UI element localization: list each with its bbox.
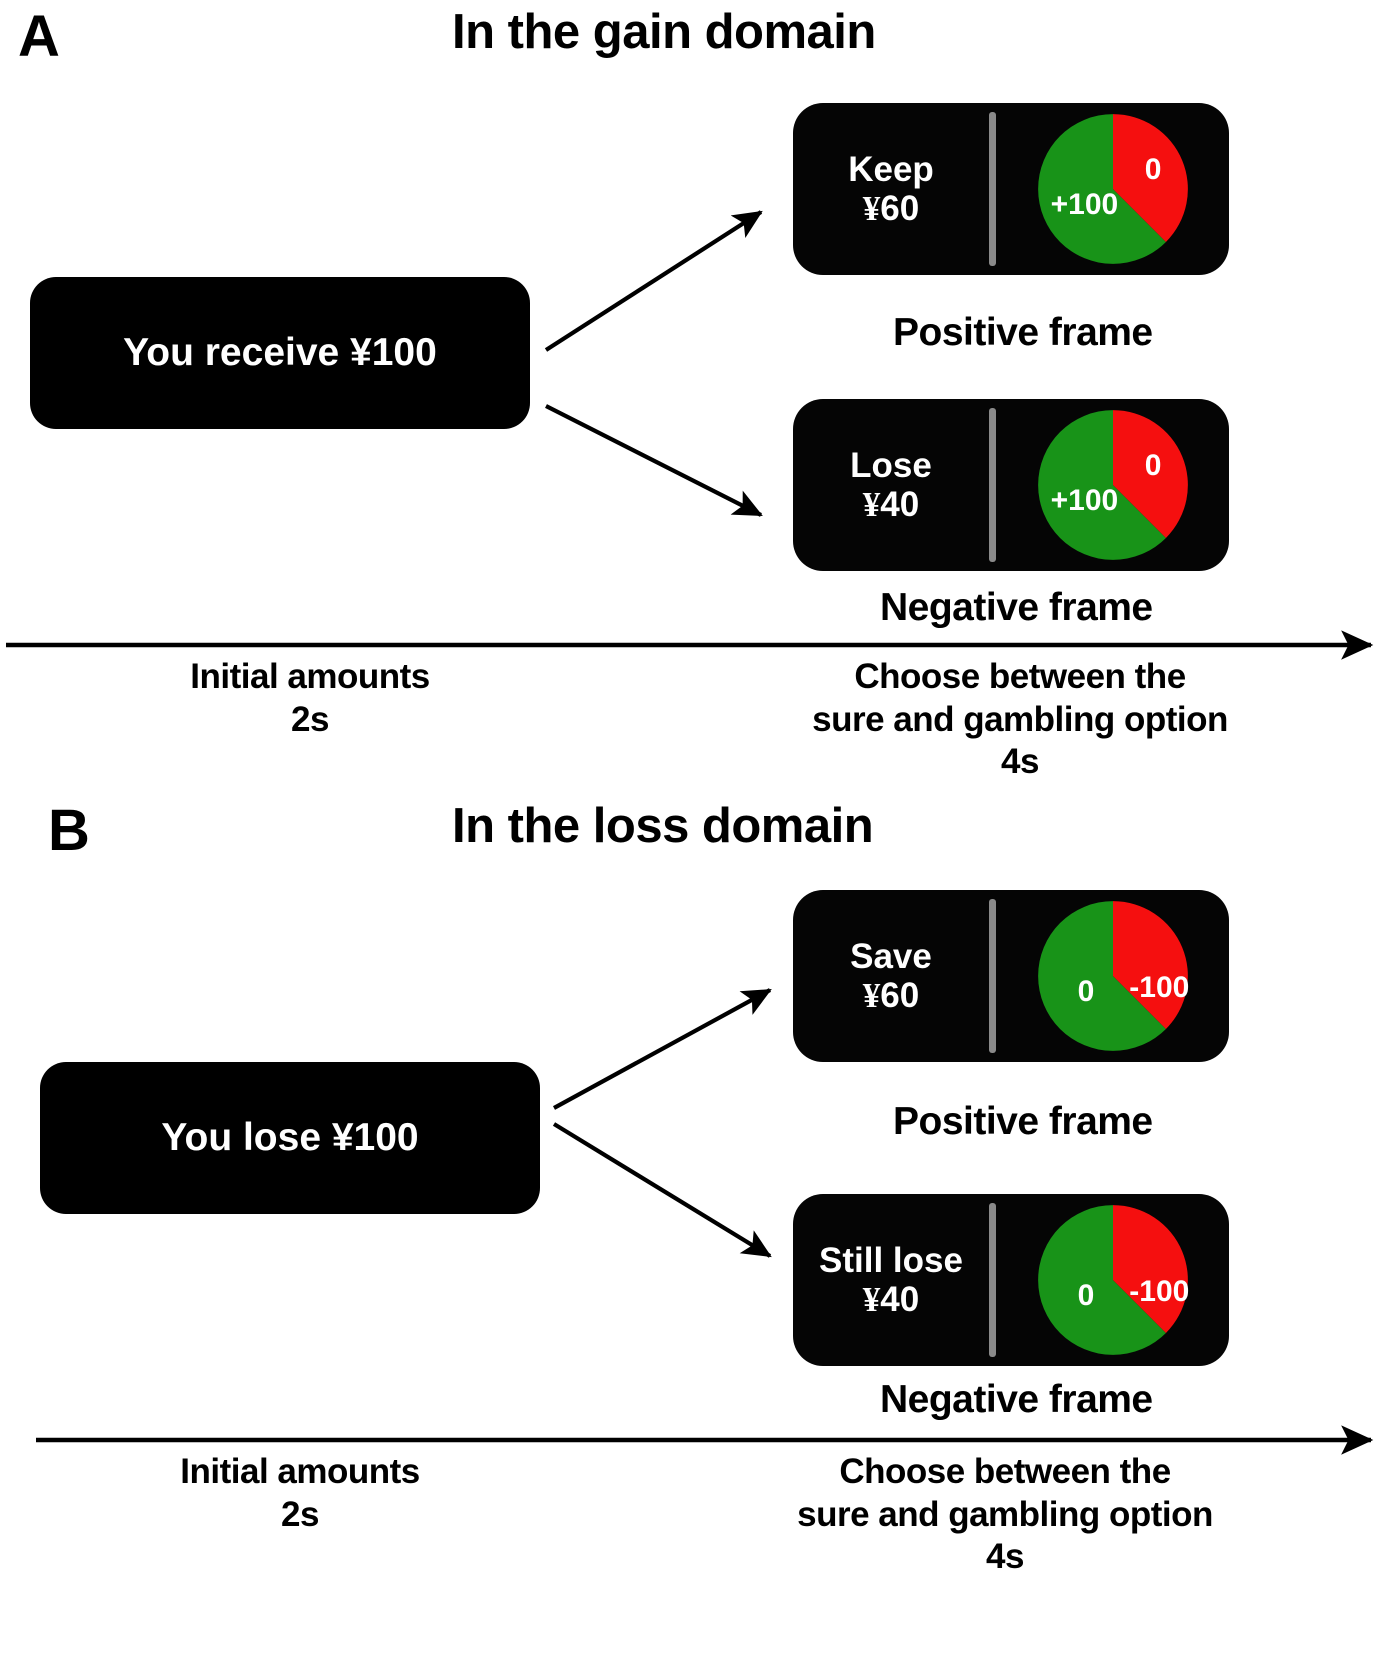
pie-slice-green	[1037, 1205, 1166, 1355]
gamble-option-loss-positive: 0 -100	[996, 898, 1229, 1054]
yen-symbol: ¥	[862, 189, 881, 228]
frame-caption-loss-positive: Positive frame	[893, 1100, 1153, 1143]
yen-symbol: ¥	[862, 485, 881, 524]
sure-amount-value: 40	[880, 485, 920, 524]
stimulus-card-loss-negative[interactable]: Still lose ¥40 0 -100	[793, 1194, 1229, 1366]
axis-caption-right-line3-loss: 4s	[986, 1537, 1024, 1577]
panel-gain-domain: A In the gain domain You receive ¥100 Ke…	[0, 0, 1395, 800]
axis-caption-right-gain: Choose between the sure and gambling opt…	[780, 656, 1260, 784]
pie-slice-green	[1037, 901, 1166, 1051]
sure-option-loss-positive: Save ¥60	[793, 937, 989, 1015]
initial-amount-text-loss: You lose ¥100	[161, 1116, 419, 1159]
gamble-option-loss-negative: 0 -100	[996, 1202, 1229, 1358]
sure-amount-gain-positive: ¥60	[863, 189, 919, 228]
axis-caption-right-line1-loss: Choose between the	[839, 1452, 1171, 1491]
pie-slice-red	[1112, 1205, 1188, 1333]
stimulus-divider-gain-negative	[989, 408, 996, 562]
axis-caption-right-line2-gain: sure and gambling option	[812, 699, 1228, 739]
sure-option-gain-positive: Keep ¥60	[793, 150, 989, 228]
axis-caption-right-loss: Choose between the sure and gambling opt…	[765, 1451, 1245, 1579]
frame-caption-gain-positive: Positive frame	[893, 311, 1153, 354]
panel-title-loss: In the loss domain	[452, 799, 874, 853]
stimulus-divider-loss-positive	[989, 899, 996, 1053]
initial-amount-card-loss[interactable]: You lose ¥100	[40, 1062, 540, 1214]
axis-caption-left-line2-loss: 2s	[281, 1494, 319, 1534]
axis-caption-left-loss: Initial amounts 2s	[90, 1451, 510, 1536]
pie-slice-green	[1037, 114, 1166, 264]
yen-symbol: ¥	[862, 976, 881, 1015]
pie-slice-red	[1112, 410, 1188, 538]
axis-caption-left-line2-gain: 2s	[291, 699, 329, 739]
axis-caption-right-line3-gain: 4s	[1001, 742, 1039, 782]
stimulus-card-loss-positive[interactable]: Save ¥60 0 -100	[793, 890, 1229, 1062]
panel-loss-domain: B In the loss domain You lose ¥100 Save …	[0, 790, 1395, 1679]
axis-caption-left-gain: Initial amounts 2s	[100, 656, 520, 741]
stimulus-card-gain-positive[interactable]: Keep ¥60 +100 0	[793, 103, 1229, 275]
arrow-to-positive-frame-gain	[544, 210, 763, 352]
sure-amount-value: 60	[880, 976, 920, 1015]
panel-letter-a: A	[18, 4, 60, 69]
pie-slice-red	[1112, 901, 1188, 1029]
frame-caption-gain-negative: Negative frame	[880, 586, 1153, 629]
pie-chart-gain-positive: +100 0	[1035, 111, 1191, 267]
arrow-to-positive-frame-loss	[552, 988, 772, 1110]
arrow-to-negative-frame-gain	[545, 404, 763, 517]
axis-caption-left-line1-loss: Initial amounts	[180, 1452, 420, 1491]
sure-label-gain-negative: Lose	[850, 445, 932, 485]
frame-caption-loss-negative: Negative frame	[880, 1378, 1153, 1421]
sure-label-loss-positive: Save	[850, 936, 932, 976]
sure-amount-value: 40	[880, 1280, 920, 1319]
sure-amount-loss-negative: ¥40	[863, 1280, 919, 1319]
stimulus-divider-loss-negative	[989, 1203, 996, 1357]
sure-option-loss-negative: Still lose ¥40	[793, 1241, 989, 1319]
axis-caption-right-line1-gain: Choose between the	[854, 657, 1186, 696]
pie-chart-gain-negative: +100 0	[1035, 407, 1191, 563]
pie-slice-green	[1037, 410, 1166, 560]
pie-slice-red	[1112, 114, 1188, 242]
sure-amount-value: 60	[880, 189, 920, 228]
gamble-option-gain-negative: +100 0	[996, 407, 1229, 563]
sure-amount-loss-positive: ¥60	[863, 976, 919, 1015]
panel-letter-b: B	[48, 798, 90, 863]
yen-symbol: ¥	[862, 1280, 881, 1319]
stimulus-divider-gain-positive	[989, 112, 996, 266]
pie-chart-loss-negative: 0 -100	[1035, 1202, 1191, 1358]
sure-option-gain-negative: Lose ¥40	[793, 446, 989, 524]
gamble-option-gain-positive: +100 0	[996, 111, 1229, 267]
stimulus-card-gain-negative[interactable]: Lose ¥40 +100 0	[793, 399, 1229, 571]
panel-title-gain: In the gain domain	[452, 5, 876, 59]
sure-label-loss-negative: Still lose	[819, 1240, 963, 1280]
axis-caption-left-line1-gain: Initial amounts	[190, 657, 430, 696]
arrow-to-negative-frame-loss	[552, 1122, 772, 1258]
initial-amount-card-gain[interactable]: You receive ¥100	[30, 277, 530, 429]
axis-caption-right-line2-loss: sure and gambling option	[797, 1494, 1213, 1534]
initial-amount-text-gain: You receive ¥100	[123, 331, 437, 374]
pie-chart-loss-positive: 0 -100	[1035, 898, 1191, 1054]
sure-label-gain-positive: Keep	[848, 149, 934, 189]
sure-amount-gain-negative: ¥40	[863, 485, 919, 524]
